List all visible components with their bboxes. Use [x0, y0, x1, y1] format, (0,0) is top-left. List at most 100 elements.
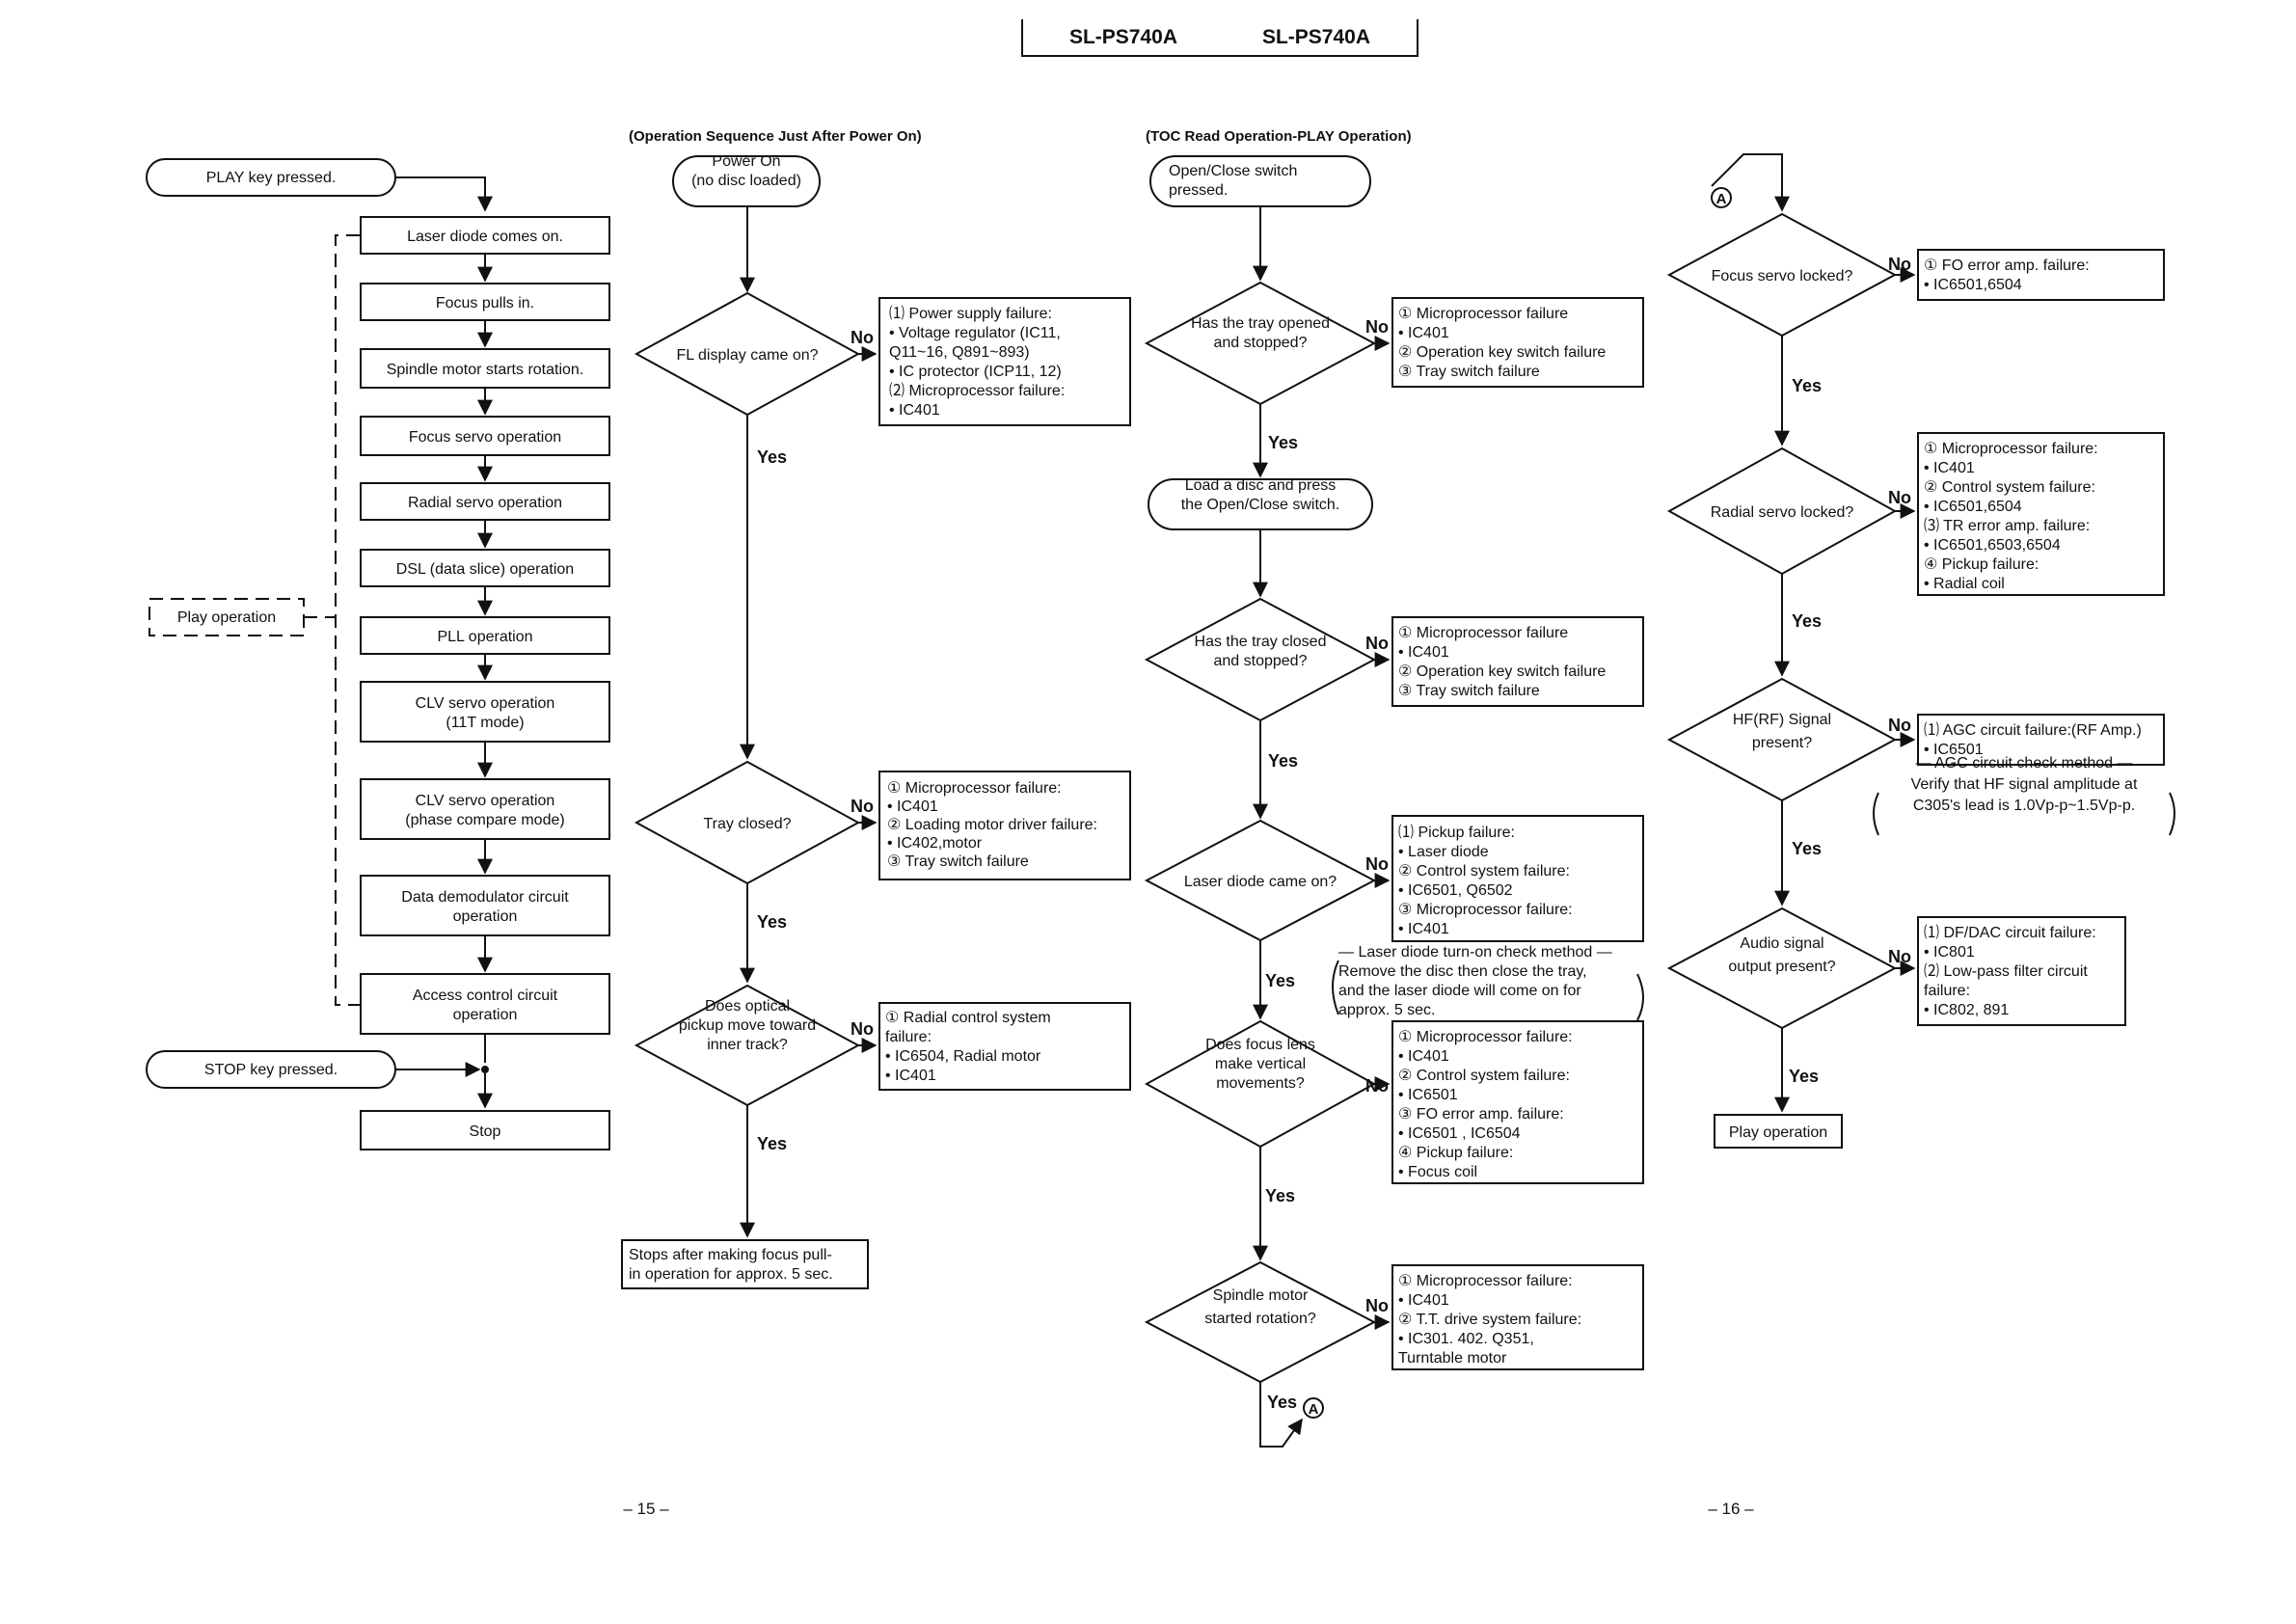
text-line: ③ FO error amp. failure: [1398, 1106, 1564, 1123]
text-line: • IC6501,6504 [1924, 277, 2022, 293]
text-line: ⑵ Low-pass filter circuit [1924, 962, 2088, 980]
text-line: output present? [1728, 959, 1835, 975]
process-step-label: CLV servo operation [416, 793, 555, 809]
process-step-label: operation [453, 1007, 518, 1023]
text-block: — Laser diode turn-on check method —Remo… [1338, 944, 1612, 1018]
process-step-label: Spindle motor starts rotation. [387, 362, 584, 378]
failure-box-focus-servo [1917, 249, 2165, 301]
process-step-label: CLV servo operation [416, 695, 555, 712]
process-step-label: (phase compare mode) [405, 812, 564, 828]
text-line: started rotation? [1204, 1311, 1316, 1327]
text-line: ① Radial control system [885, 1010, 1051, 1026]
no-label: No [1888, 947, 1911, 966]
no-label: No [1365, 1076, 1389, 1096]
process-step-label: Access control circuit [413, 988, 558, 1004]
connector-a-out [1303, 1397, 1324, 1419]
no-label: No [1365, 1296, 1389, 1315]
text-line: • Laser diode [1398, 844, 1489, 860]
text-line: ⑶ TR error amp. failure: [1924, 517, 2090, 534]
process-step-box [360, 348, 610, 389]
column-play-sequence: PLAY key pressed. Laser diode comes on.F… [146, 158, 610, 1150]
failure-box-hf-signal [1917, 714, 2165, 766]
page-number-left: – 15 – [623, 1500, 669, 1518]
text-line: inner track? [707, 1037, 788, 1053]
failure-box-radial-servo [1917, 432, 2165, 596]
process-step-box [360, 216, 610, 255]
text-line: ② Operation key switch failure [1398, 663, 1606, 680]
process-step-label: Focus servo operation [409, 429, 561, 446]
text-line: Laser diode came on? [1184, 874, 1337, 890]
text-block: Tray closed? [704, 816, 792, 832]
text-line: and stopped? [1214, 653, 1308, 669]
text-block: Focus servo locked? [1712, 268, 1853, 284]
yes-label: Yes [757, 912, 787, 932]
yes-label: Yes [1267, 1393, 1297, 1412]
no-label: No [1365, 317, 1389, 337]
text-line: failure: [885, 1029, 932, 1045]
no-label: No [851, 328, 874, 347]
text-line: ① Microprocessor failure: [1398, 1273, 1573, 1289]
process-step-label: Laser diode comes on. [407, 229, 563, 245]
failure-box-pickup-move [878, 1002, 1131, 1091]
text-line: • IC802, 891 [1924, 1002, 2009, 1018]
process-step-label: Radial servo operation [408, 495, 562, 511]
failure-box-laser-diode [1391, 815, 1644, 942]
stop-label: Stop [470, 1123, 501, 1140]
text-line: ① Microprocessor failure: [1924, 441, 2098, 457]
no-label: No [1365, 634, 1389, 653]
text-line: ② Control system failure: [1398, 863, 1570, 880]
text-line: • IC6501 [1398, 1087, 1458, 1103]
text-line: • IC301. 402. Q351, [1398, 1331, 1534, 1347]
stop-box [360, 1110, 610, 1150]
no-label: No [1365, 854, 1389, 874]
yes-label: Yes [1265, 971, 1295, 990]
text-line: ① FO error amp. failure: [1924, 257, 2090, 274]
text-line: Verify that HF signal amplitude at [1911, 776, 2138, 793]
no-label: No [1888, 488, 1911, 507]
text-line: • IC801 [1924, 944, 1975, 961]
text-line: ① Microprocessor failure [1398, 625, 1568, 641]
text-block: ⑴ AGC circuit failure:(RF Amp.) • IC6501 [1924, 721, 2142, 758]
text-line: ③ Tray switch failure [1398, 364, 1540, 380]
yes-label: Yes [1789, 1067, 1819, 1086]
text-block: ⑴ DF/DAC circuit failure: • IC801⑵ Low-p… [1924, 924, 2096, 1018]
text-line: Has the tray closed [1195, 634, 1327, 650]
text-line: ⑴ AGC circuit failure:(RF Amp.) [1924, 721, 2142, 739]
no-label: No [851, 797, 874, 816]
text-line: ⑴ Power supply failure: [889, 305, 1052, 322]
failure-box-spindle-motor [1391, 1264, 1644, 1370]
process-step-box [360, 875, 610, 936]
text-line: Q11~16, Q891~893) [889, 344, 1030, 361]
text-line: • IC6501,6504 [1924, 499, 2022, 515]
text-line: HF(RF) Signal [1733, 712, 1831, 728]
text-line: ③ Tray switch failure [1398, 683, 1540, 699]
column-servo-checks: A Focus servo locked? No ① FO error amp.… [1666, 153, 2175, 1149]
no-label: No [851, 1019, 874, 1039]
text-line: Remove the disc then close the tray, [1338, 963, 1587, 980]
process-step-label: DSL (data slice) operation [396, 561, 574, 578]
text-line: ② Operation key switch failure [1398, 344, 1606, 361]
failure-box-audio-signal [1917, 916, 2126, 1026]
text-line: ① Microprocessor failure [1398, 306, 1568, 322]
text-block: FL display came on? [676, 347, 818, 364]
text-line: Has the tray opened [1191, 315, 1330, 332]
text-line: Turntable motor [1398, 1350, 1507, 1367]
text-line: • Focus coil [1398, 1164, 1477, 1180]
text-line: and the laser diode will come on for [1338, 983, 1581, 999]
text-line: ④ Pickup failure: [1398, 1145, 1513, 1161]
text-line: Load a disc and press [1185, 477, 1337, 494]
text-line: ⑵ Microprocessor failure: [889, 382, 1065, 399]
yes-label: Yes [1792, 611, 1822, 631]
text-block: Laser diode came on? [1184, 874, 1337, 890]
